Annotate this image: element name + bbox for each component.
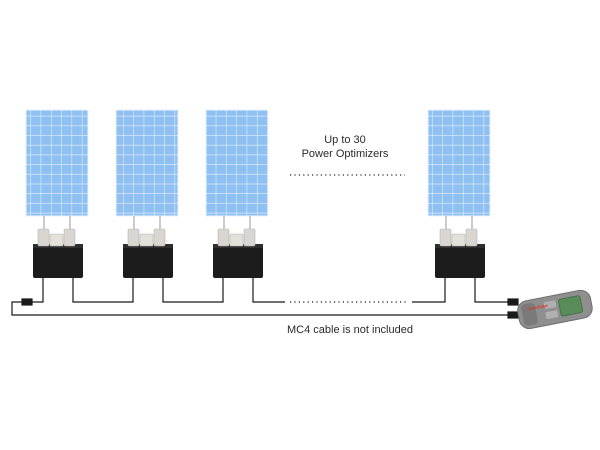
meter-screen	[558, 295, 584, 317]
wire-link-2-3	[162, 288, 224, 303]
optimizer-count-line-2: Power Optimizers	[301, 148, 389, 160]
solar-panel-3	[205, 109, 269, 232]
power-optimizer-2	[123, 228, 173, 288]
optimizer-count-line-1: Up to 30	[324, 134, 366, 146]
mc4-connector-right-bottom	[507, 311, 519, 319]
handheld-meter: SolarEdge	[517, 289, 593, 330]
solar-panel-1	[25, 109, 89, 232]
cable-note: MC4 cable is not included	[287, 324, 413, 336]
mc4-connector-right-top	[507, 298, 519, 306]
wire-left-drop	[32, 288, 44, 303]
power-optimizer-4	[435, 228, 485, 288]
meter-brand-text: SolarEdge	[527, 303, 549, 312]
wire-link-3-gap	[252, 288, 285, 303]
power-optimizer-1	[33, 228, 83, 288]
mc4-connector-left	[21, 298, 33, 306]
solar-panel-4	[427, 109, 491, 232]
wire-gap-4	[412, 288, 446, 303]
string-wiring	[11, 288, 519, 319]
power-optimizer-3	[213, 228, 263, 288]
wire-to-device	[474, 288, 512, 303]
optimizer-count-caption: Up to 30 Power Optimizers	[290, 133, 400, 161]
wire-return	[11, 301, 512, 316]
solar-panel-2	[115, 109, 179, 232]
wire-link-1-2	[72, 288, 134, 303]
